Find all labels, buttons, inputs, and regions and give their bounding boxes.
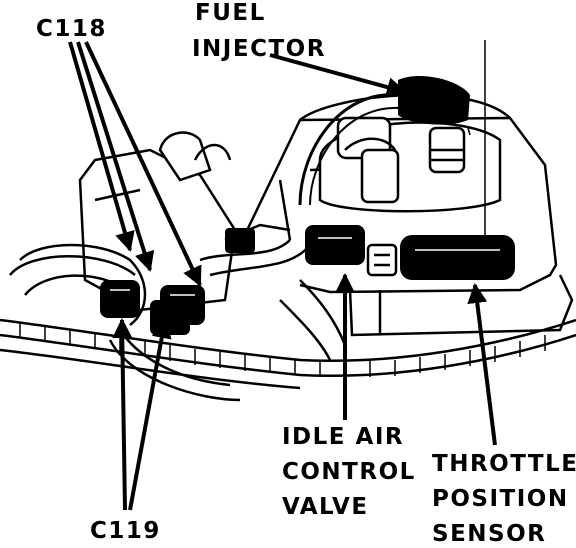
iac-valve-plug (366, 243, 398, 277)
label-fuel: FUEL (195, 0, 266, 26)
arrow-c119-2 (128, 318, 172, 511)
arrow-c119-1 (112, 318, 133, 511)
leader-arrows (68, 41, 497, 511)
connector-c119 (150, 300, 190, 335)
label-position: POSITION (432, 486, 569, 512)
idle-air-control-connector (305, 225, 365, 265)
harness-wrap-ticks (19, 322, 546, 377)
thin-leaders (467, 40, 486, 235)
label-c119: C119 (90, 518, 161, 544)
small-connector (225, 228, 255, 253)
arrow-c118-3 (84, 41, 202, 287)
connector-c118-a (100, 280, 140, 318)
fuel-injector-connector (298, 75, 470, 206)
arrow-c118-2 (76, 41, 155, 272)
label-throttle: THROTTLE (432, 451, 576, 477)
label-c118: C118 (36, 16, 107, 42)
label-sensor: SENSOR (432, 521, 546, 547)
label-control: CONTROL (282, 459, 416, 485)
tbi-unit (318, 116, 502, 213)
arrow-c118-1 (68, 41, 135, 252)
throttle-position-sensor-connector (400, 235, 515, 280)
connector-details (110, 237, 500, 296)
arrow-tps (467, 283, 497, 446)
arrow-fuel-injector (269, 53, 407, 97)
label-idle-air: IDLE AIR (282, 424, 404, 450)
label-valve: VALVE (282, 494, 369, 520)
label-injector: INJECTOR (192, 36, 326, 62)
